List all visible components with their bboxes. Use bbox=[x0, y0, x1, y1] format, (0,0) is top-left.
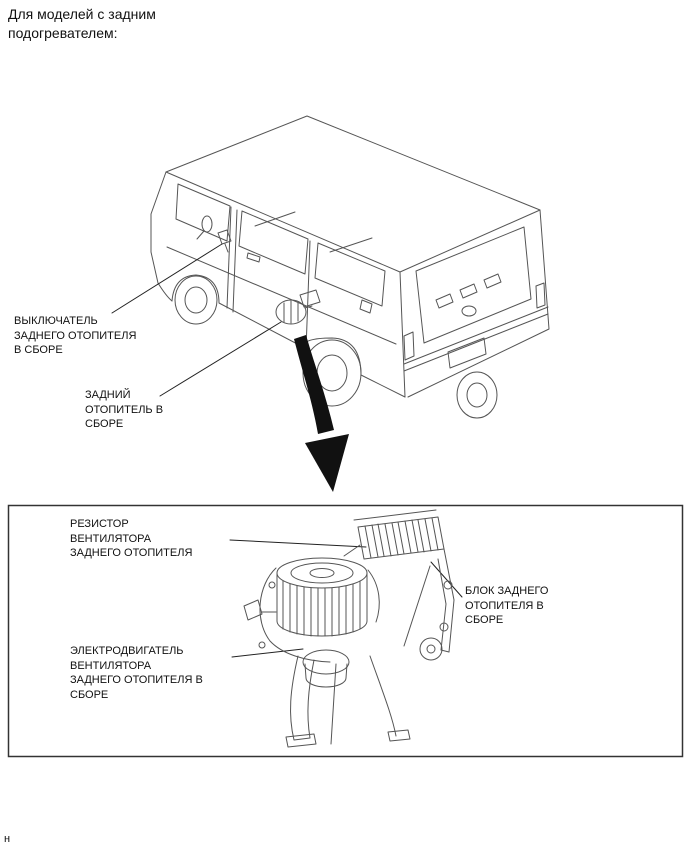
label-line: ОТОПИТЕЛЯ В bbox=[465, 599, 544, 612]
assembly-fan-cage bbox=[277, 558, 367, 636]
assembly-housing bbox=[260, 568, 379, 662]
label-line: ВЕНТИЛЯТОРА bbox=[70, 659, 152, 672]
van-emblem bbox=[462, 306, 476, 316]
van-tail-light-right bbox=[536, 283, 545, 308]
label-rear-heater: ЗАДНИЙ ОТОПИТЕЛЬ В СБОРЕ bbox=[85, 388, 163, 432]
van-door-lines bbox=[167, 207, 396, 350]
label-line: ЗАДНЕГО ОТОПИТЕЛЯ bbox=[14, 329, 137, 342]
van-wheels bbox=[175, 276, 497, 418]
leader-lines bbox=[112, 244, 462, 657]
van-roof bbox=[166, 116, 540, 272]
label-blower-motor: ЭЛЕКТРОДВИГАТЕЛЬ ВЕНТИЛЯТОРА ЗАДНЕГО ОТО… bbox=[70, 644, 203, 702]
label-line: ЭЛЕКТРОДВИГАТЕЛЬ bbox=[70, 645, 184, 657]
label-line: В СБОРЕ bbox=[14, 344, 63, 356]
van-rear-face bbox=[408, 210, 549, 397]
label-rear-heater-unit: БЛОК ЗАДНЕГО ОТОПИТЕЛЯ В СБОРЕ bbox=[465, 584, 548, 628]
label-line: СБОРЕ bbox=[70, 688, 109, 701]
leader-heater bbox=[160, 322, 281, 396]
van-tail-light-left bbox=[404, 332, 414, 360]
van-rear-window bbox=[416, 227, 531, 343]
label-line: БЛОК ЗАДНЕГО bbox=[465, 585, 549, 597]
van-interior-seats bbox=[436, 274, 501, 308]
footer-char: н bbox=[4, 833, 11, 845]
leader-resistor bbox=[230, 540, 366, 547]
van-license-plate bbox=[448, 338, 486, 368]
van-mirror bbox=[197, 216, 212, 239]
label-line: РЕЗИСТОР bbox=[70, 518, 129, 530]
assembly-resistor-fins bbox=[344, 510, 444, 559]
assembly-motor bbox=[303, 650, 349, 687]
van-sill bbox=[172, 275, 303, 347]
label-line: ВЕНТИЛЯТОРА bbox=[70, 532, 152, 545]
intro-line-2: подогревателем: bbox=[8, 25, 118, 41]
intro-line-1: Для моделей с задним bbox=[8, 6, 156, 22]
van-side-windows bbox=[176, 184, 385, 306]
assembly-legs bbox=[286, 656, 410, 747]
rear-heater-part-on-van bbox=[276, 290, 320, 324]
detail-box-border bbox=[9, 506, 683, 757]
label-blower-resistor: РЕЗИСТОР ВЕНТИЛЯТОРА ЗАДНЕГО ОТОПИТЕЛЯ bbox=[70, 517, 192, 561]
van-bumper bbox=[404, 307, 548, 371]
intro-text: Для моделей с задним подогревателем: bbox=[8, 5, 156, 43]
label-line: СБОРЕ bbox=[85, 418, 124, 430]
van-illustration bbox=[151, 116, 549, 418]
van-rear-edge bbox=[400, 272, 405, 397]
leader-switch bbox=[112, 244, 222, 313]
van-front bbox=[151, 172, 172, 301]
label-line: ОТОПИТЕЛЬ В bbox=[85, 403, 164, 416]
label-line: СБОРЕ bbox=[465, 614, 504, 626]
assembly-right-bracket bbox=[404, 549, 454, 660]
label-line: ЗАДНЕГО ОТОПИТЕЛЯ bbox=[70, 547, 193, 559]
label-line: ЗАДНЕГО ОТОПИТЕЛЯ В bbox=[70, 674, 203, 686]
label-rear-heater-switch: ВЫКЛЮЧАТЕЛЬ ЗАДНЕГО ОТОПИТЕЛЯ В СБОРЕ bbox=[14, 314, 136, 358]
leader-unit bbox=[431, 562, 462, 597]
leader-motor bbox=[232, 649, 303, 657]
flow-arrow bbox=[294, 335, 349, 492]
heater-assembly-illustration bbox=[244, 510, 454, 747]
label-line: ЗАДНИЙ bbox=[85, 389, 131, 401]
assembly-left-outlet bbox=[244, 582, 276, 648]
heater-switch-part bbox=[218, 230, 231, 252]
label-line: ВЫКЛЮЧАТЕЛЬ bbox=[14, 315, 98, 327]
